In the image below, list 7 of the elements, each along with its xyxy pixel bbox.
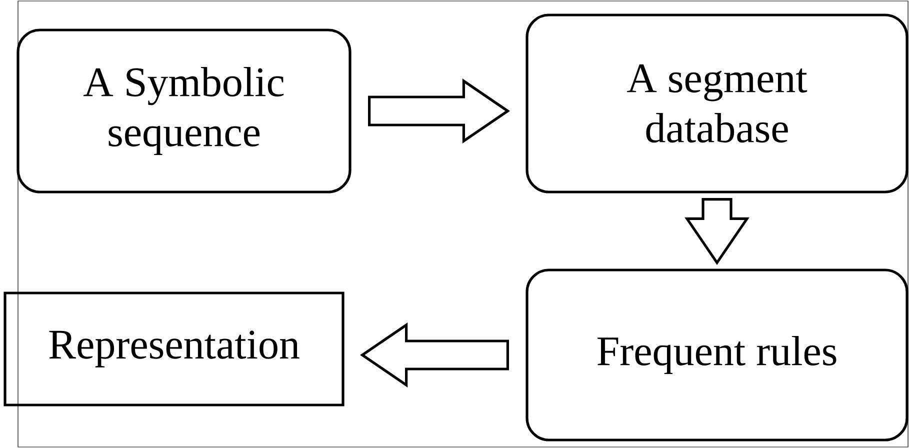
block-arrow [368, 78, 510, 144]
rounded-box: A Symbolic sequence [16, 28, 352, 194]
process-box: Representation [4, 292, 344, 406]
block-arrow [360, 322, 509, 388]
rounded-box: Frequent rules [526, 268, 908, 442]
rounded-box: A segment database [526, 14, 908, 194]
block-arrow [684, 198, 750, 266]
